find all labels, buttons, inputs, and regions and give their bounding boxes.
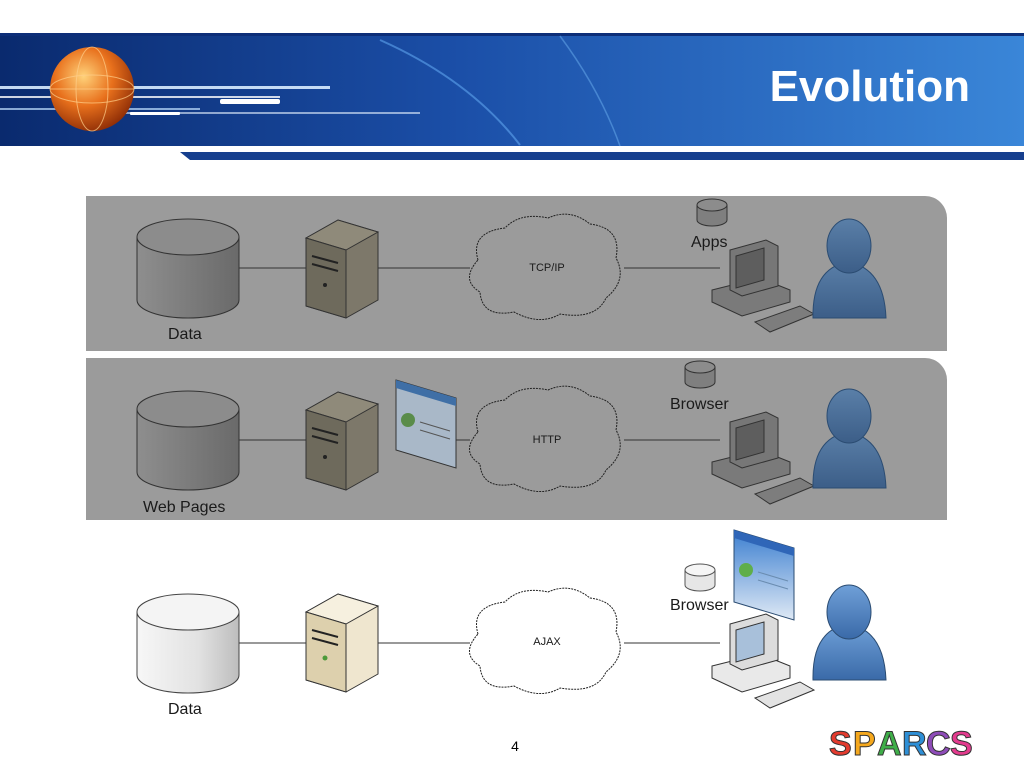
row-http xyxy=(136,360,887,505)
network-label: AJAX xyxy=(533,636,561,648)
server-icon xyxy=(304,219,380,319)
client-label: Apps xyxy=(691,234,728,251)
svg-text:P: P xyxy=(853,725,876,762)
row-tcpip xyxy=(136,198,887,333)
network-label: HTTP xyxy=(532,434,562,446)
desktop-computer-icon xyxy=(711,613,816,709)
data-label: Web Pages xyxy=(143,499,226,516)
globe-icon xyxy=(49,46,135,132)
network-cloud-icon xyxy=(469,385,621,492)
svg-text:A: A xyxy=(877,725,902,762)
browser-disk-icon xyxy=(684,360,716,389)
apps-disk-icon xyxy=(696,198,728,227)
row-ajax xyxy=(136,529,887,709)
svg-text:C: C xyxy=(926,725,951,762)
user-icon xyxy=(812,584,887,681)
network-label: TCP/IP xyxy=(529,262,565,274)
user-icon xyxy=(812,218,887,319)
network-cloud-icon xyxy=(469,587,621,694)
client-label: Browser xyxy=(670,396,729,413)
svg-text:R: R xyxy=(902,725,927,762)
webpage-window-icon xyxy=(733,529,795,621)
network-cloud-icon xyxy=(469,213,621,320)
client-label: Browser xyxy=(670,597,729,614)
browser-disk-icon xyxy=(684,563,716,592)
desktop-computer-icon xyxy=(711,411,816,505)
data-label: Data xyxy=(168,701,202,718)
database-cylinder-icon xyxy=(136,593,240,694)
desktop-computer-icon xyxy=(711,239,816,333)
database-cylinder-icon xyxy=(136,218,240,319)
user-icon xyxy=(812,388,887,489)
server-icon xyxy=(304,391,380,491)
data-label: Data xyxy=(168,326,202,343)
database-cylinder-icon xyxy=(136,390,240,491)
sparcs-logo: S P A R C S xyxy=(829,725,974,763)
svg-text:S: S xyxy=(950,725,973,762)
header-banner xyxy=(0,33,1024,160)
page-number: 4 xyxy=(511,738,519,754)
slide-title: Evolution xyxy=(769,62,970,111)
webpage-window-icon xyxy=(395,379,457,469)
server-icon xyxy=(304,593,380,693)
svg-text:S: S xyxy=(829,725,852,762)
